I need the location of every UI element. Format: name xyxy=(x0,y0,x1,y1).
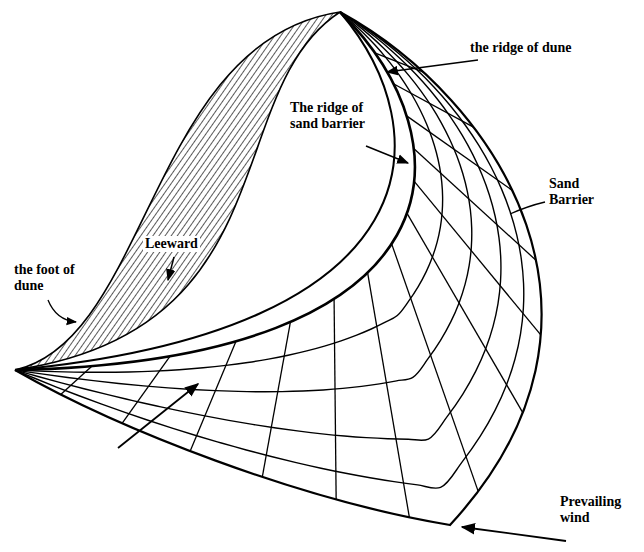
sand-barrier-line xyxy=(15,12,443,372)
dune-label: The ridge of sand barrier xyxy=(288,100,376,132)
leader-line xyxy=(510,202,545,214)
leeward-slope xyxy=(15,12,340,370)
dune-label: Prevailing wind xyxy=(558,494,640,526)
dune-label: the ridge of dune xyxy=(468,40,574,56)
leader-arrow xyxy=(366,146,408,163)
dune-label: the foot of dune xyxy=(12,262,98,294)
wind-arrow xyxy=(462,527,566,541)
leader-arrow xyxy=(168,257,174,280)
barrier-ridge-line xyxy=(15,12,415,370)
barrier-cross-line xyxy=(334,299,336,500)
leader-arrow xyxy=(48,300,76,322)
dune-label: Leeward xyxy=(143,236,200,252)
barrier-cross-line xyxy=(262,322,290,477)
sand-barrier-line xyxy=(15,12,472,392)
barrier-cross-line xyxy=(407,213,523,412)
barrier-cross-line xyxy=(190,341,236,451)
dune-label: Sand Barrier xyxy=(547,176,613,208)
wind-arrow xyxy=(118,384,198,448)
sand-barrier-line xyxy=(15,12,524,488)
leader-arrow xyxy=(387,60,478,72)
dune-ridge-line xyxy=(15,12,395,370)
